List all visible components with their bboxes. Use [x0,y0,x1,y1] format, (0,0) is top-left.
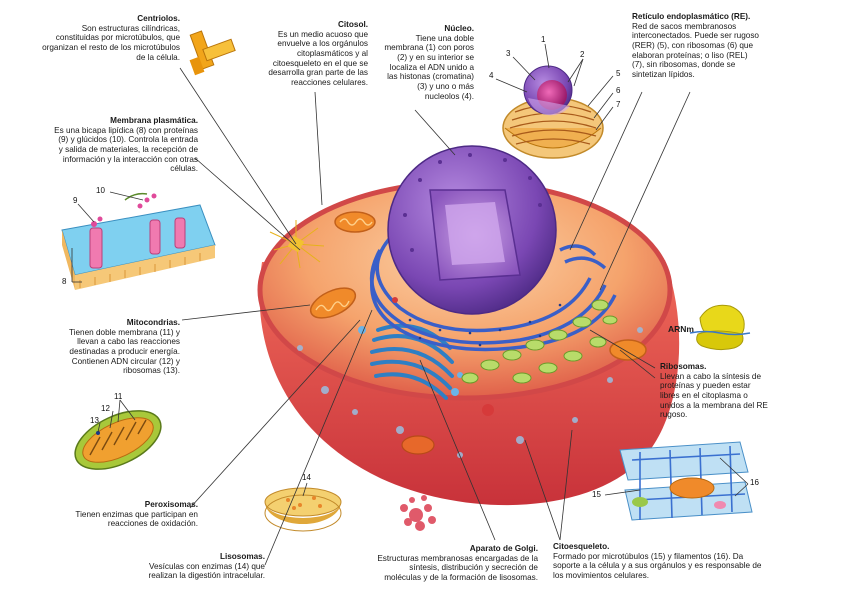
label-membrana-title: Membrana plasmática. [110,116,198,125]
callout-15: 15 [592,490,601,499]
label-membrana-body: Es una bicapa lipídica (8) con proteínas… [54,125,198,174]
mitochondria-in-cell [309,211,647,455]
label-golgi: Aparato de Golgi. Estructuras membranosa… [372,544,538,583]
callout-10: 10 [96,186,105,195]
ribosome-inset [689,304,751,351]
callout-4: 4 [489,71,494,80]
label-ribosomas-body: Llevan a cabo la síntesis de proteínas y… [660,371,768,420]
callout-9: 9 [73,196,78,205]
golgi-inset [400,495,436,531]
label-citosol-title: Citosol. [337,20,368,29]
label-lisosomas-title: Lisosomas. [219,552,265,561]
label-nucleo-title: Núcleo. [444,24,474,33]
label-arnm: ARNm [668,324,694,334]
smooth-er-in-cell [461,299,618,384]
label-lisosomas: Lisosomas. Vesículas con enzimas (14) qu… [120,552,265,581]
label-ribosomas-title: Ribosomas. [660,362,707,371]
label-centriolos-body: Son estructuras cilíndricas, constituida… [42,23,180,62]
callout-5: 5 [616,69,621,78]
cell-body [257,145,680,506]
label-citosol: Citosol. Es un medio acuoso que envuelve… [248,20,368,88]
label-centriolos-title: Centriolos. [137,14,180,23]
lysosome-inset [264,487,342,532]
callout-13: 13 [90,416,99,425]
label-membrana: Membrana plasmática. Es una bicapa lipíd… [52,116,198,174]
label-peroxisomas-title: Peroxisomas. [144,500,198,509]
callout-11: 11 [114,392,123,401]
label-nucleo: Núcleo. Tiene una doble membrana (1) con… [384,24,474,101]
membrane-inset [61,192,216,290]
label-citoesqueleto-body: Formado por microtúbulos (15) y filament… [553,551,762,581]
callout-1: 1 [541,35,546,44]
cytoskeleton-inset [619,441,753,521]
label-citoesqueleto-title: Citoesqueleto. [553,542,610,551]
nucleus-inset [502,65,604,159]
callout-12: 12 [101,404,110,413]
label-lisosomas-body: Vesículas con enzimas (14) que realizan … [148,561,265,581]
callout-6: 6 [616,86,621,95]
label-golgi-body: Estructuras membranosas encargadas de la… [377,553,538,583]
nucleus-in-cell [387,145,557,315]
label-citosol-body: Es un medio acuoso que envuelve a los or… [268,29,368,88]
label-reticulo-body: Red de sacos membranosos interconectados… [632,21,759,80]
leader-lines [71,43,749,566]
label-citoesqueleto: Citoesqueleto. Formado por microtúbulos … [553,542,763,581]
callout-8: 8 [62,277,67,286]
label-peroxisomas: Peroxisomas. Tienen enzimas que particip… [66,500,198,529]
mitochondria-inset [74,410,162,470]
label-golgi-title: Aparato de Golgi. [469,544,538,553]
callout-2: 2 [580,50,585,59]
label-reticulo: Retículo endoplasmático (RE). Red de sac… [632,12,762,80]
label-mitocondrias-body: Tienen doble membrana (11) y llevan a ca… [68,327,180,376]
label-mitocondrias: Mitocondrias. Tienen doble membrana (11)… [62,318,180,376]
label-mitocondrias-title: Mitocondrias. [126,318,180,327]
centriole-inset [189,30,236,76]
label-peroxisomas-body: Tienen enzimas que participan en reaccio… [75,509,198,529]
callout-3: 3 [506,49,511,58]
label-ribosomas: Ribosomas. Llevan a cabo la síntesis de … [660,362,772,420]
callout-16: 16 [750,478,759,487]
label-nucleo-body: Tiene una doble membrana (1) con poros (… [384,33,474,101]
label-centriolos: Centriolos. Son estructuras cilíndricas,… [40,14,180,62]
callout-7: 7 [616,100,621,109]
label-reticulo-title: Retículo endoplasmático (RE). [632,12,751,21]
callout-14: 14 [302,473,311,482]
